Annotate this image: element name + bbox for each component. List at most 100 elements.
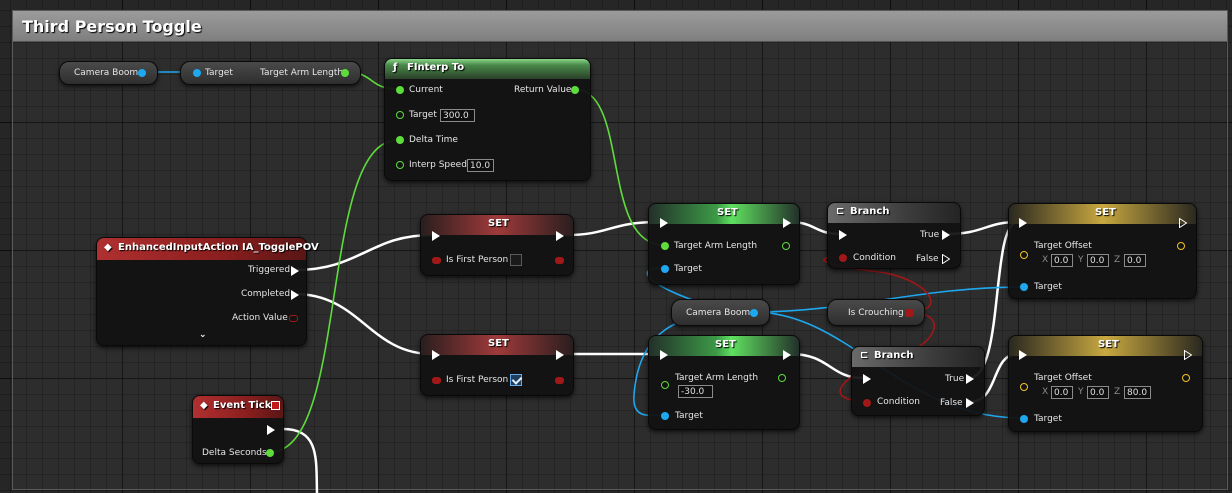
exec-output-pin[interactable] [783, 350, 791, 360]
delta-seconds-output-pin[interactable] [266, 449, 274, 457]
current-input-pin[interactable] [396, 86, 404, 94]
interp-speed-value-field[interactable]: 10.0 [467, 159, 494, 172]
enhanced-input-action-node[interactable]: ◆ EnhancedInputAction IA_TogglePOV Trigg… [96, 237, 319, 346]
interp-speed-input-pin[interactable] [396, 161, 404, 169]
target-offset-input-pin[interactable] [1020, 383, 1028, 391]
condition-input-pin[interactable] [863, 399, 871, 407]
branch-bottom-node[interactable]: ⊏ Branch True Condition False [851, 346, 985, 416]
chevron-down-icon[interactable]: ⌄ [199, 330, 207, 340]
target-input-pin[interactable] [661, 412, 669, 420]
target-offset-label: Target Offset [1034, 373, 1092, 383]
target-input-pin[interactable] [1020, 415, 1028, 423]
set-is-first-person-top-node[interactable]: SET Is First Person [420, 214, 574, 276]
finterp-to-node[interactable]: ƒ FInterp To Current Return Value Target… [384, 58, 591, 181]
exec-wire-completed [293, 292, 434, 356]
branch-icon: ⊏ [860, 350, 869, 361]
event-tick-exec-pin[interactable] [267, 425, 275, 435]
exec-output-pin[interactable] [556, 231, 564, 241]
camera-boom-getter-top[interactable]: Camera Boom [59, 61, 158, 85]
target-arm-length-getter[interactable]: Target Target Arm Length [180, 61, 361, 85]
comment-box[interactable]: Third Person Toggle [12, 10, 1228, 490]
exec-input-pin[interactable] [1019, 350, 1027, 360]
x-value-field[interactable]: 0.0 [1051, 386, 1073, 399]
false-exec-pin[interactable] [966, 398, 974, 408]
is-crouching-getter[interactable]: Is Crouching [827, 299, 925, 326]
target-offset-output-pin[interactable] [1182, 374, 1190, 382]
is-first-person-checkbox[interactable] [510, 254, 522, 266]
is-first-person-input-pin[interactable] [432, 257, 441, 264]
camera-boom-getter-mid[interactable]: Camera Boom [671, 299, 770, 326]
true-exec-pin[interactable] [966, 374, 974, 384]
condition-label: Condition [877, 397, 920, 407]
exec-input-pin[interactable] [432, 231, 440, 241]
y-value-field[interactable]: 0.0 [1087, 386, 1109, 399]
exec-input-pin[interactable] [432, 350, 440, 360]
target-arm-length-output-pin[interactable] [778, 374, 786, 382]
branch-title: Branch [874, 350, 914, 361]
set-is-first-person-bottom-node[interactable]: SET Is First Person [420, 334, 574, 396]
target-value-field[interactable]: 300.0 [440, 109, 475, 122]
z-value-field[interactable]: 0.0 [1124, 254, 1146, 267]
target-offset-output-pin[interactable] [1177, 242, 1185, 250]
set-title: SET [488, 338, 509, 349]
is-first-person-input-pin[interactable] [432, 377, 441, 384]
set-target-offset-bottom-node[interactable]: SET Target Offset X 0.0 Y 0.0 Z 80.0 Tar… [1008, 335, 1203, 432]
y-value-field[interactable]: 0.0 [1087, 254, 1109, 267]
exec-output-pin[interactable] [783, 218, 791, 228]
condition-input-pin[interactable] [839, 254, 847, 262]
set-header: SET [649, 336, 799, 356]
event-tick-node[interactable]: ◆ Event Tick Delta Seconds [192, 395, 284, 464]
target-label: Target [674, 264, 702, 274]
target-arm-length-input-pin[interactable] [661, 242, 669, 250]
z-value-field[interactable]: 80.0 [1124, 386, 1151, 399]
exec-input-pin[interactable] [1019, 218, 1027, 228]
branch-top-node[interactable]: ⊏ Branch True Condition False [827, 202, 961, 269]
float-wire-delta-seconds [269, 139, 399, 453]
exec-output-pin[interactable] [1179, 218, 1187, 228]
camera-boom-output-pin[interactable] [750, 309, 758, 317]
exec-input-pin[interactable] [863, 374, 871, 384]
comment-header[interactable]: Third Person Toggle [13, 11, 1227, 42]
set-target-arm-length-bottom-node[interactable]: SET Target Arm Length -30.0 Target [648, 335, 800, 430]
triggered-exec-pin[interactable] [291, 266, 299, 276]
action-value-pin[interactable] [289, 315, 298, 322]
completed-exec-pin[interactable] [291, 290, 299, 300]
exec-input-pin[interactable] [660, 350, 668, 360]
target-arm-length-output-pin[interactable] [782, 242, 790, 250]
set-header: SET [1009, 336, 1202, 356]
target-input-pin[interactable] [661, 265, 669, 273]
y-label: Y [1078, 255, 1084, 265]
is-crouching-output-pin[interactable] [905, 309, 914, 317]
condition-label: Condition [853, 253, 896, 263]
true-exec-pin[interactable] [942, 230, 950, 240]
float-wire-return-value [573, 88, 665, 246]
target-input-pin[interactable] [1020, 283, 1028, 291]
delta-time-label: Delta Time [409, 135, 458, 145]
is-first-person-output-pin[interactable] [555, 257, 564, 264]
false-exec-pin[interactable] [942, 254, 950, 264]
true-label: True [920, 230, 940, 240]
target-arm-length-input-pin[interactable] [661, 381, 669, 389]
set-target-arm-length-top-node[interactable]: SET Target Arm Length Target [648, 203, 800, 285]
target-input-pin[interactable] [193, 69, 201, 77]
target-arm-length-value-field[interactable]: -30.0 [678, 385, 713, 398]
false-label: False [916, 254, 939, 264]
z-label: Z [1114, 387, 1121, 397]
delta-time-input-pin[interactable] [396, 136, 404, 144]
is-first-person-output-pin[interactable] [555, 377, 564, 384]
target-arm-length-output-pin[interactable] [341, 69, 349, 77]
x-value-field[interactable]: 0.0 [1051, 254, 1073, 267]
is-first-person-checkbox[interactable] [510, 374, 522, 386]
exec-output-pin[interactable] [556, 350, 564, 360]
is-first-person-label: Is First Person [446, 255, 509, 265]
exec-input-pin[interactable] [839, 230, 847, 240]
target-offset-input-pin[interactable] [1020, 251, 1028, 259]
target-input-pin[interactable] [396, 111, 404, 119]
exec-output-pin[interactable] [1184, 350, 1192, 360]
exec-input-pin[interactable] [660, 218, 668, 228]
return-value-output-pin[interactable] [571, 86, 579, 94]
target-offset-label: Target Offset [1034, 241, 1092, 251]
camera-boom-output-pin[interactable] [138, 69, 146, 77]
set-target-offset-top-node[interactable]: SET Target Offset X 0.0 Y 0.0 Z 0.0 Targ… [1008, 203, 1197, 299]
